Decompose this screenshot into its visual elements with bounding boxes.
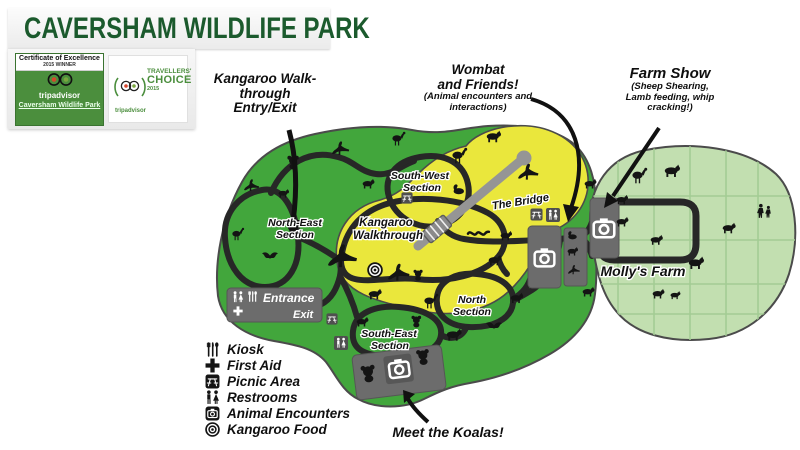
legend-item-picnic-area: Picnic Area xyxy=(205,373,350,389)
entrance-box xyxy=(226,287,323,323)
meet-koalas-annotation: Meet the Koalas! xyxy=(392,424,504,440)
section-label: South-East xyxy=(361,328,417,340)
bridge-icon xyxy=(421,214,453,244)
legend-label: First Aid xyxy=(227,357,282,373)
tripadvisor-certificate-badge: Certificate of Excellence 2015 WINNER tr… xyxy=(15,53,104,126)
section-label: Kangaroo xyxy=(359,217,413,229)
section-label: Section xyxy=(371,340,409,352)
page-title: CAVERSHAM WILDLIFE PARK xyxy=(24,11,370,45)
travellers-choice-line2: CHOICE xyxy=(147,74,192,87)
annotation-line: Lamb feeding, whip xyxy=(625,91,715,103)
annotation-line: Wombat xyxy=(451,62,505,77)
legend-item-restrooms: Restrooms xyxy=(205,389,350,405)
map-legend: Kiosk First Aid Picnic Area Restrooms An… xyxy=(205,341,350,437)
section-label: Walkthrough xyxy=(353,230,423,242)
restrooms-icon xyxy=(205,390,220,405)
legend-label: Restrooms xyxy=(227,389,298,405)
annotation-line: Kangaroo Walk- xyxy=(213,71,317,86)
annotation-line: Entry/Exit xyxy=(233,100,297,116)
section-label: North xyxy=(458,294,486,306)
mollys-farm-label: Molly's Farm xyxy=(600,263,685,279)
annotation-line: interactions) xyxy=(449,101,507,113)
park-link[interactable]: Caversham Wildlife Park xyxy=(18,102,101,110)
tripadvisor-brand: tripadvisor xyxy=(115,108,147,114)
travellers-choice-line1: TRAVELLERS' xyxy=(147,68,192,75)
kiosk-icon xyxy=(205,342,220,357)
farm-show-box xyxy=(589,197,620,259)
legend-item-kiosk: Kiosk xyxy=(205,341,350,357)
restrooms-icon xyxy=(546,208,560,222)
small-animals-box xyxy=(563,227,588,287)
tripadvisor-laurel-owl-icon xyxy=(113,74,147,100)
award-badges: Certificate of Excellence 2015 WINNER tr… xyxy=(8,49,195,129)
legend-label: Animal Encounters xyxy=(227,405,351,421)
picnic-area-icon xyxy=(205,374,220,389)
certificate-title: Certificate of Excellence xyxy=(19,55,100,62)
wombat-encounter-box xyxy=(527,225,562,289)
entrance-labels: Entrance Exit xyxy=(263,291,315,321)
annotation-line: and Friends! xyxy=(437,76,519,92)
kangaroo-food-icon xyxy=(205,422,220,437)
picnic-area-icon xyxy=(326,313,338,325)
travellers-choice-year: 2015 xyxy=(147,86,160,93)
animal-encounters-icon xyxy=(205,406,220,421)
annotation-line: cracking!) xyxy=(647,102,693,114)
section-label: Section xyxy=(453,306,491,318)
travellers-choice-badge: TRAVELLERS' CHOICE 2015 tripadvisor xyxy=(108,55,191,123)
first-aid-icon xyxy=(205,358,220,373)
certificate-subtitle: 2015 WINNER xyxy=(43,61,76,68)
legend-label: Kiosk xyxy=(227,341,264,357)
legend-label: Kangaroo Food xyxy=(227,421,327,437)
section-label: Section xyxy=(403,182,441,194)
restrooms-icon xyxy=(334,336,348,350)
section-label: South-West xyxy=(391,170,450,182)
walkway-end xyxy=(516,150,532,166)
picnic-area-icon xyxy=(530,208,543,221)
annotation-line: Farm Show xyxy=(629,65,711,82)
kangaroo-food-icon xyxy=(367,262,383,278)
kangaroo-entry-annotation: Kangaroo Walk- through Entry/Exit xyxy=(198,71,332,116)
legend-label: Picnic Area xyxy=(227,373,301,389)
entrance-label: Entrance xyxy=(263,291,315,305)
tripadvisor-owl-icon xyxy=(45,73,75,87)
legend-item-animal-encounters: Animal Encounters xyxy=(205,405,350,421)
header: CAVERSHAM WILDLIFE PARK xyxy=(8,8,370,49)
legend-item-kangaroo-food: Kangaroo Food xyxy=(205,421,350,437)
annotation-arrows xyxy=(284,97,661,424)
section-label: Section xyxy=(276,229,314,241)
legend-item-first-aid: First Aid xyxy=(205,357,350,373)
picnic-area-icon xyxy=(401,192,413,204)
annotation-line: (Animal encounters and xyxy=(423,91,533,103)
wombat-friends-annotation: Wombat and Friends! (Animal encounters a… xyxy=(408,62,548,113)
kiosk-icon xyxy=(248,291,258,302)
annotation-line: (Sheep Shearing, xyxy=(631,81,709,93)
exit-label: Exit xyxy=(293,309,315,321)
section-label: North-East xyxy=(268,217,322,229)
farm-show-annotation: Farm Show (Sheep Shearing, Lamb feeding,… xyxy=(610,65,730,114)
koala-encounter-box xyxy=(351,344,447,401)
annotation-line: through xyxy=(239,85,291,101)
tripadvisor-brand: tripadvisor xyxy=(38,91,81,101)
